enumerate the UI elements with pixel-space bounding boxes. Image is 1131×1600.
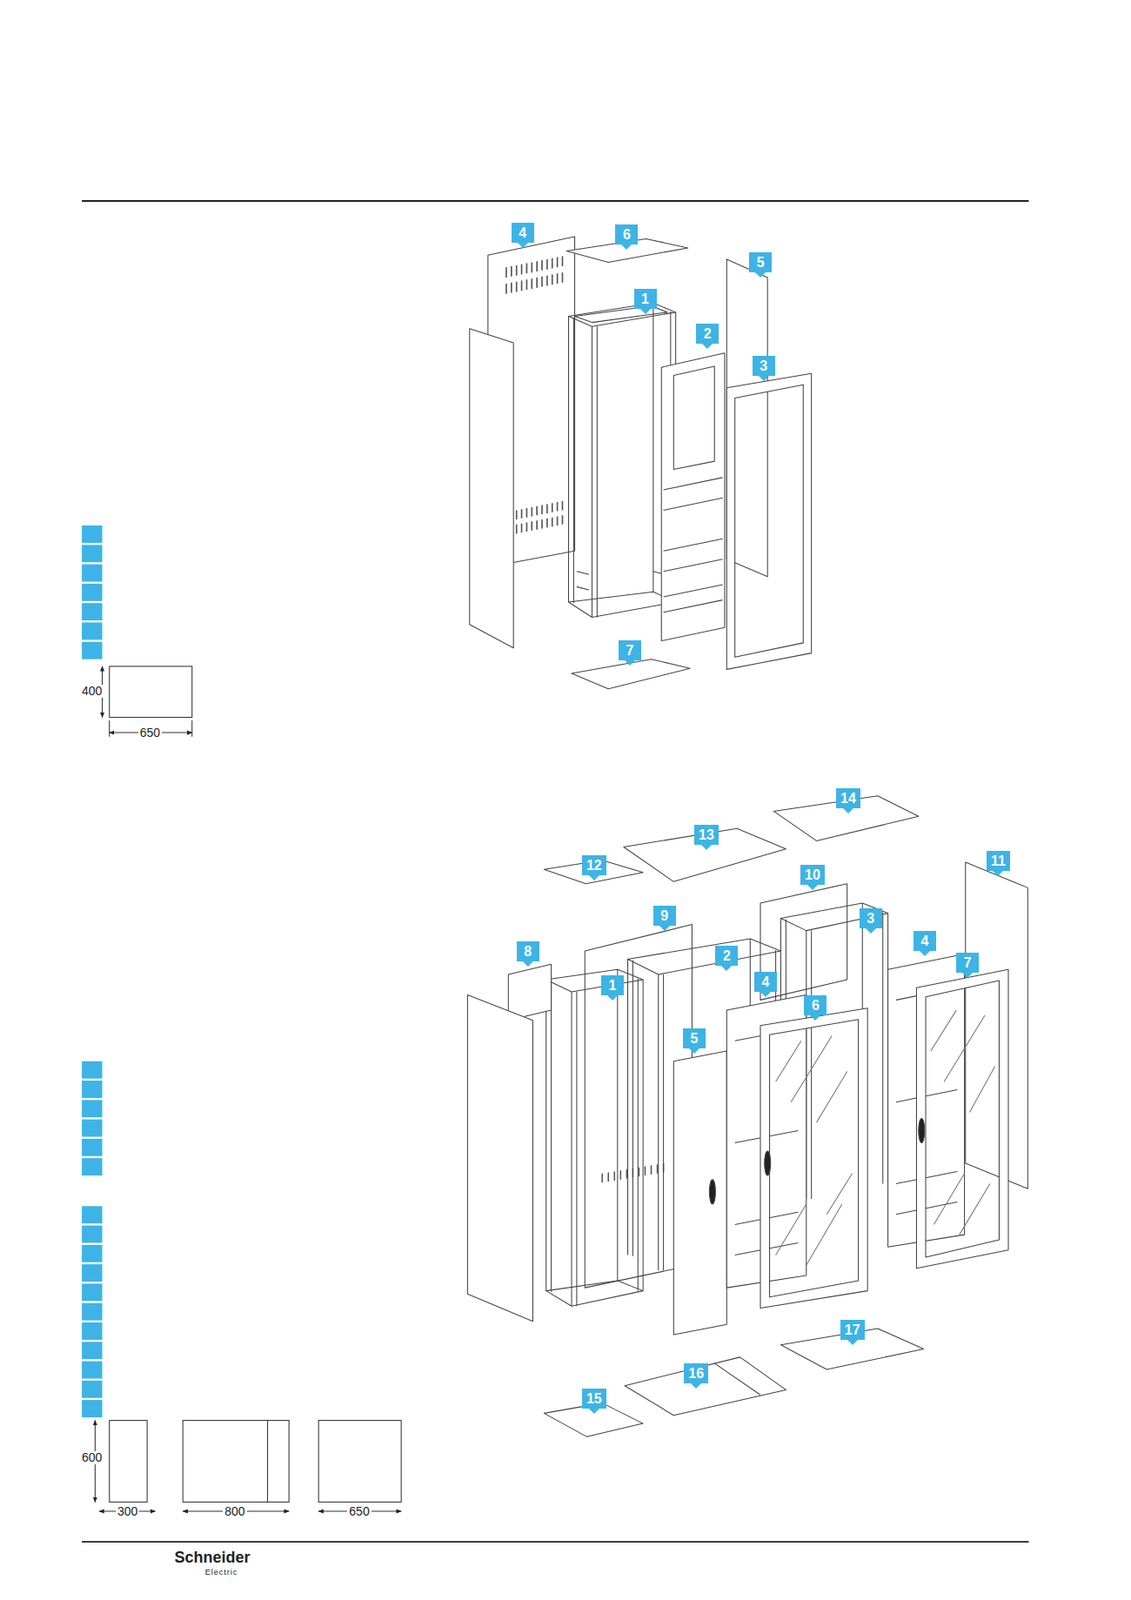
callout-marker: 6: [803, 995, 827, 1016]
callout-marker: 14: [836, 788, 861, 809]
dimension-label: 650: [138, 726, 162, 740]
callout-number: 16: [687, 1364, 705, 1383]
dimension-drawing: [94, 666, 402, 1512]
dimension-label: 600: [80, 1451, 104, 1465]
callout-marker: 8: [516, 941, 540, 962]
callout-marker: 5: [682, 1028, 706, 1049]
callout-pointer: [624, 660, 636, 666]
callout-number: 2: [718, 946, 735, 965]
bottom-cabinets: [467, 796, 1028, 1438]
brand-logo: Electric: [203, 1568, 241, 1578]
callout-number: 1: [637, 289, 654, 308]
callout-pointer: [588, 1408, 600, 1414]
callout-number: 4: [916, 931, 933, 951]
callout-pointer: [689, 1048, 700, 1054]
callout-number: 9: [656, 906, 673, 925]
top-cabinet: [469, 236, 812, 690]
callout-number: 6: [618, 225, 635, 244]
callout-marker: 7: [618, 640, 642, 661]
callout-pointer: [517, 242, 529, 248]
callout-pointer: [588, 875, 600, 881]
callout-number: 14: [839, 789, 857, 808]
callout-marker: 1: [601, 975, 624, 996]
dimension-label: 400: [80, 684, 104, 698]
callout-marker: 3: [752, 355, 776, 376]
callout-number: 4: [515, 223, 531, 242]
dimension-label: 300: [115, 1505, 140, 1519]
callout-number: 3: [863, 909, 879, 928]
callout-number: 17: [843, 1320, 862, 1339]
callout-marker: 10: [800, 864, 825, 885]
callout-marker: 11: [986, 850, 1011, 871]
callout-number: 2: [699, 324, 716, 343]
rule-line: [81, 1540, 1029, 1543]
callout-marker: 2: [715, 945, 738, 966]
callout-pointer: [721, 965, 732, 971]
callout-marker: 15: [582, 1388, 607, 1409]
callout-number: 5: [686, 1029, 703, 1048]
callout-marker: 9: [653, 905, 676, 926]
callout-pointer: [919, 950, 931, 957]
marker-squares: [81, 525, 102, 1418]
callout-marker: 4: [511, 222, 535, 243]
callout-number: 7: [622, 641, 638, 660]
callout-number: 6: [807, 996, 824, 1015]
callout-marker: 16: [683, 1363, 709, 1384]
callout-marker: 7: [956, 952, 979, 973]
callout-number: 10: [803, 865, 822, 884]
callout-pointer: [690, 1383, 702, 1389]
callout-number: 15: [585, 1389, 603, 1408]
callout-marker: 2: [696, 323, 719, 344]
callout-pointer: [701, 844, 712, 850]
callout-pointer: [702, 343, 713, 349]
callout-number: 7: [959, 953, 976, 972]
callout-pointer: [809, 1015, 821, 1021]
dimension-label: 800: [222, 1505, 247, 1519]
callout-pointer: [621, 244, 632, 250]
callout-marker: 5: [749, 252, 772, 273]
callout-marker: 12: [582, 855, 607, 876]
callout-marker: 1: [634, 288, 657, 309]
callout-number: 3: [756, 356, 772, 375]
callout-number: 8: [520, 942, 536, 961]
callout-marker: 3: [859, 908, 883, 929]
brand-logo: Schneider: [173, 1549, 253, 1567]
callout-pointer: [755, 272, 766, 278]
callout-number: 12: [585, 856, 603, 875]
rule-line: [81, 200, 1029, 202]
callout-number: 13: [697, 825, 716, 844]
callout-pointer: [522, 961, 534, 967]
callout-marker: 6: [615, 224, 638, 245]
callout-pointer: [992, 870, 1004, 877]
callout-number: 11: [990, 851, 1007, 870]
callout-pointer: [640, 308, 651, 315]
callout-pointer: [962, 972, 973, 978]
callout-marker: 4: [754, 971, 777, 992]
callout-number: 1: [604, 976, 621, 995]
callout-pointer: [807, 884, 818, 891]
callout-pointer: [607, 995, 618, 1001]
callout-marker: 13: [694, 824, 719, 845]
callout-pointer: [843, 808, 854, 814]
callout-pointer: [659, 925, 670, 931]
callout-number: 5: [752, 253, 769, 272]
callout-pointer: [758, 375, 770, 382]
dimension-label: 650: [347, 1505, 371, 1519]
callout-number: 4: [757, 972, 774, 991]
callout-marker: 4: [913, 930, 937, 951]
callout-pointer: [865, 928, 877, 934]
callout-pointer: [760, 991, 771, 998]
callout-marker: 17: [840, 1319, 865, 1340]
callout-pointer: [847, 1339, 858, 1346]
